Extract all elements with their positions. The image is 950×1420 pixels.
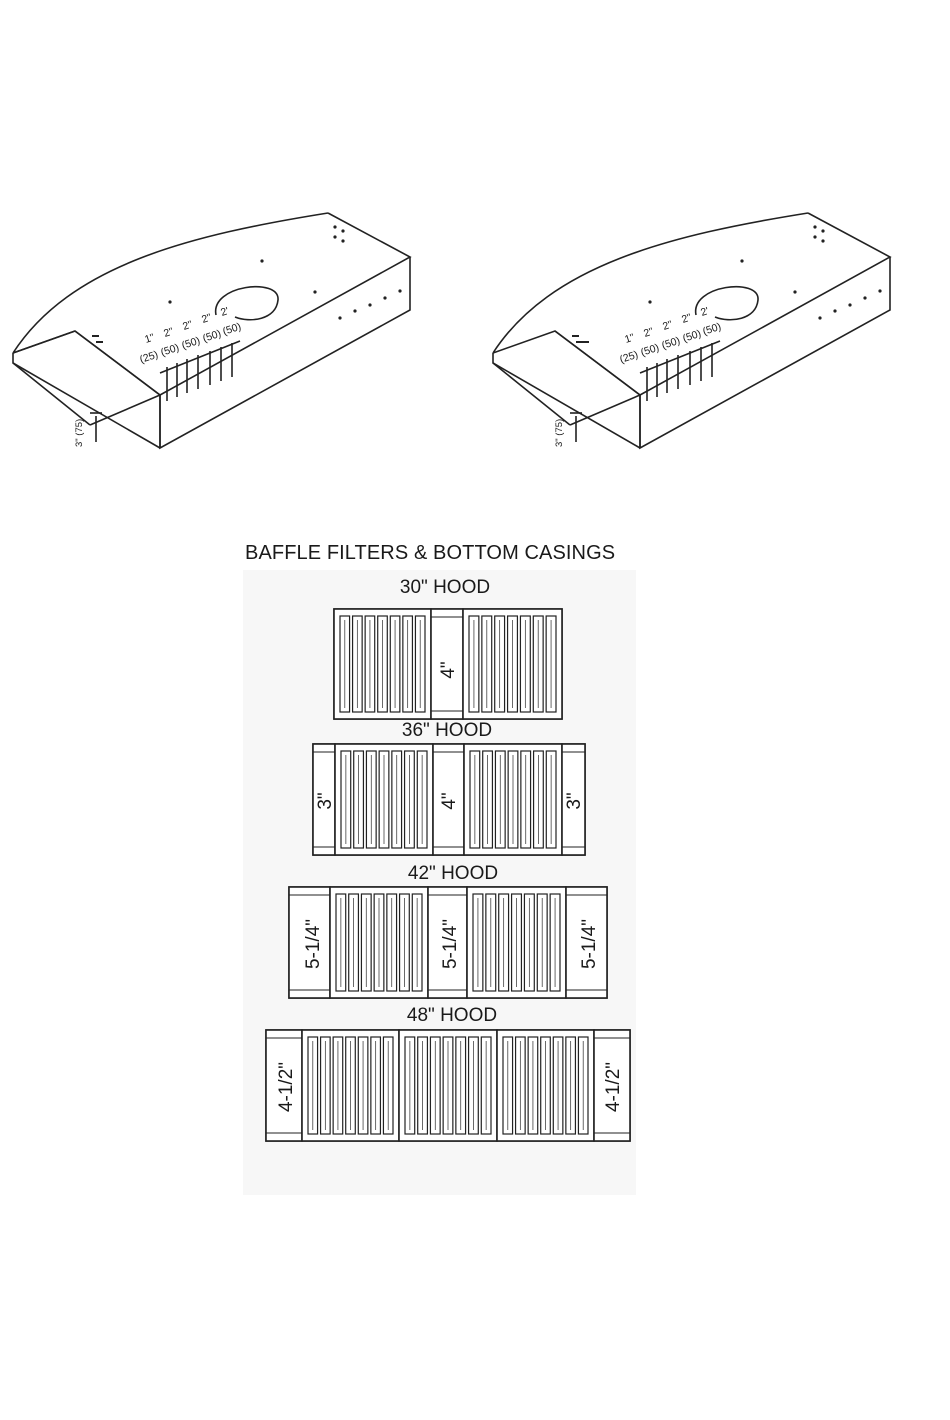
dim-label: 2" (162, 325, 175, 339)
baffle-filter (464, 744, 562, 855)
metric-label: (50) (681, 328, 702, 345)
baffle-filter (467, 887, 566, 998)
casing-width-label: 3" (315, 792, 336, 809)
casing-width-label: 5-1/4" (440, 919, 461, 969)
height-label: 3" (75) (74, 419, 85, 447)
metric-label: (50) (201, 328, 222, 345)
metric-label: (50) (180, 335, 201, 352)
filter-layout-36: 3" 4" 3" (312, 743, 586, 856)
hood-isometric-drawing: 1" 2" 2" 2" 2' (25) (50) (50) (50) (50) … (490, 205, 920, 470)
baffle-filter (302, 1030, 399, 1141)
dim-label: 2" (642, 325, 655, 339)
hood-label-36: 36" HOOD (367, 720, 527, 742)
dimension-labels: 1" 2" 2" 2" 2' (25) (50) (50) (50) (50) … (74, 305, 243, 447)
dim-label: 1" (623, 331, 636, 345)
hood-label-48: 48" HOOD (372, 1005, 532, 1027)
filter-layout-42: 5-1/4" 5-1/4" 5-1/4" (288, 886, 608, 999)
baffle-filter (497, 1030, 594, 1141)
metric-label: (50) (639, 342, 660, 359)
casing-width-label: 4-1/2" (276, 1062, 297, 1112)
metric-label: (50) (221, 321, 242, 338)
metric-label: (50) (701, 321, 722, 338)
casing-width-label: 3" (564, 792, 585, 809)
casing-width-label: 4" (439, 792, 460, 809)
hood-diagram-right: 1" 2" 2" 2" 2' (25) (50) (50) (50) (50) … (490, 205, 920, 470)
metric-label: (50) (660, 335, 681, 352)
dim-label: 2' (219, 305, 230, 319)
filter-layout-48: 4-1/2" 4-1/2" (265, 1029, 631, 1142)
casing-width-label: 4-1/2" (603, 1062, 624, 1112)
casing-width-label: 5-1/4" (579, 919, 600, 969)
hood-isometric-drawing: 1" 2" 2" 2" 2' (25) (50) (50) (50) (50) … (10, 205, 440, 470)
metric-label: (25) (138, 349, 159, 366)
baffle-filter (335, 744, 433, 855)
section-title: BAFFLE FILTERS & BOTTOM CASINGS (245, 542, 640, 565)
baffle-filter (463, 609, 562, 719)
baffle-filter (330, 887, 428, 998)
filter-layout-30: 4" (333, 608, 563, 720)
dim-label: 2" (661, 318, 674, 332)
dim-label: 2" (680, 311, 693, 325)
dimension-labels: 1" 2" 2" 2" 2' (25) (50) (50) (50) (50) … (554, 305, 723, 447)
casing-width-label: 5-1/4" (303, 919, 324, 969)
hood-label-42: 42" HOOD (373, 863, 533, 885)
baffle-filter (399, 1030, 497, 1141)
baffle-filter (334, 609, 431, 719)
metric-label: (50) (159, 342, 180, 359)
dim-label: 2" (181, 318, 194, 332)
height-label: 3" (75) (554, 419, 565, 447)
dim-label: 2' (699, 305, 710, 319)
hood-diagram-left: 1" 2" 2" 2" 2' (25) (50) (50) (50) (50) … (10, 205, 440, 470)
dim-label: 2" (200, 311, 213, 325)
hood-label-30: 30" HOOD (365, 577, 525, 599)
dim-label: 1" (143, 331, 156, 345)
metric-label: (25) (618, 349, 639, 366)
casing-width-label: 4" (438, 661, 459, 678)
